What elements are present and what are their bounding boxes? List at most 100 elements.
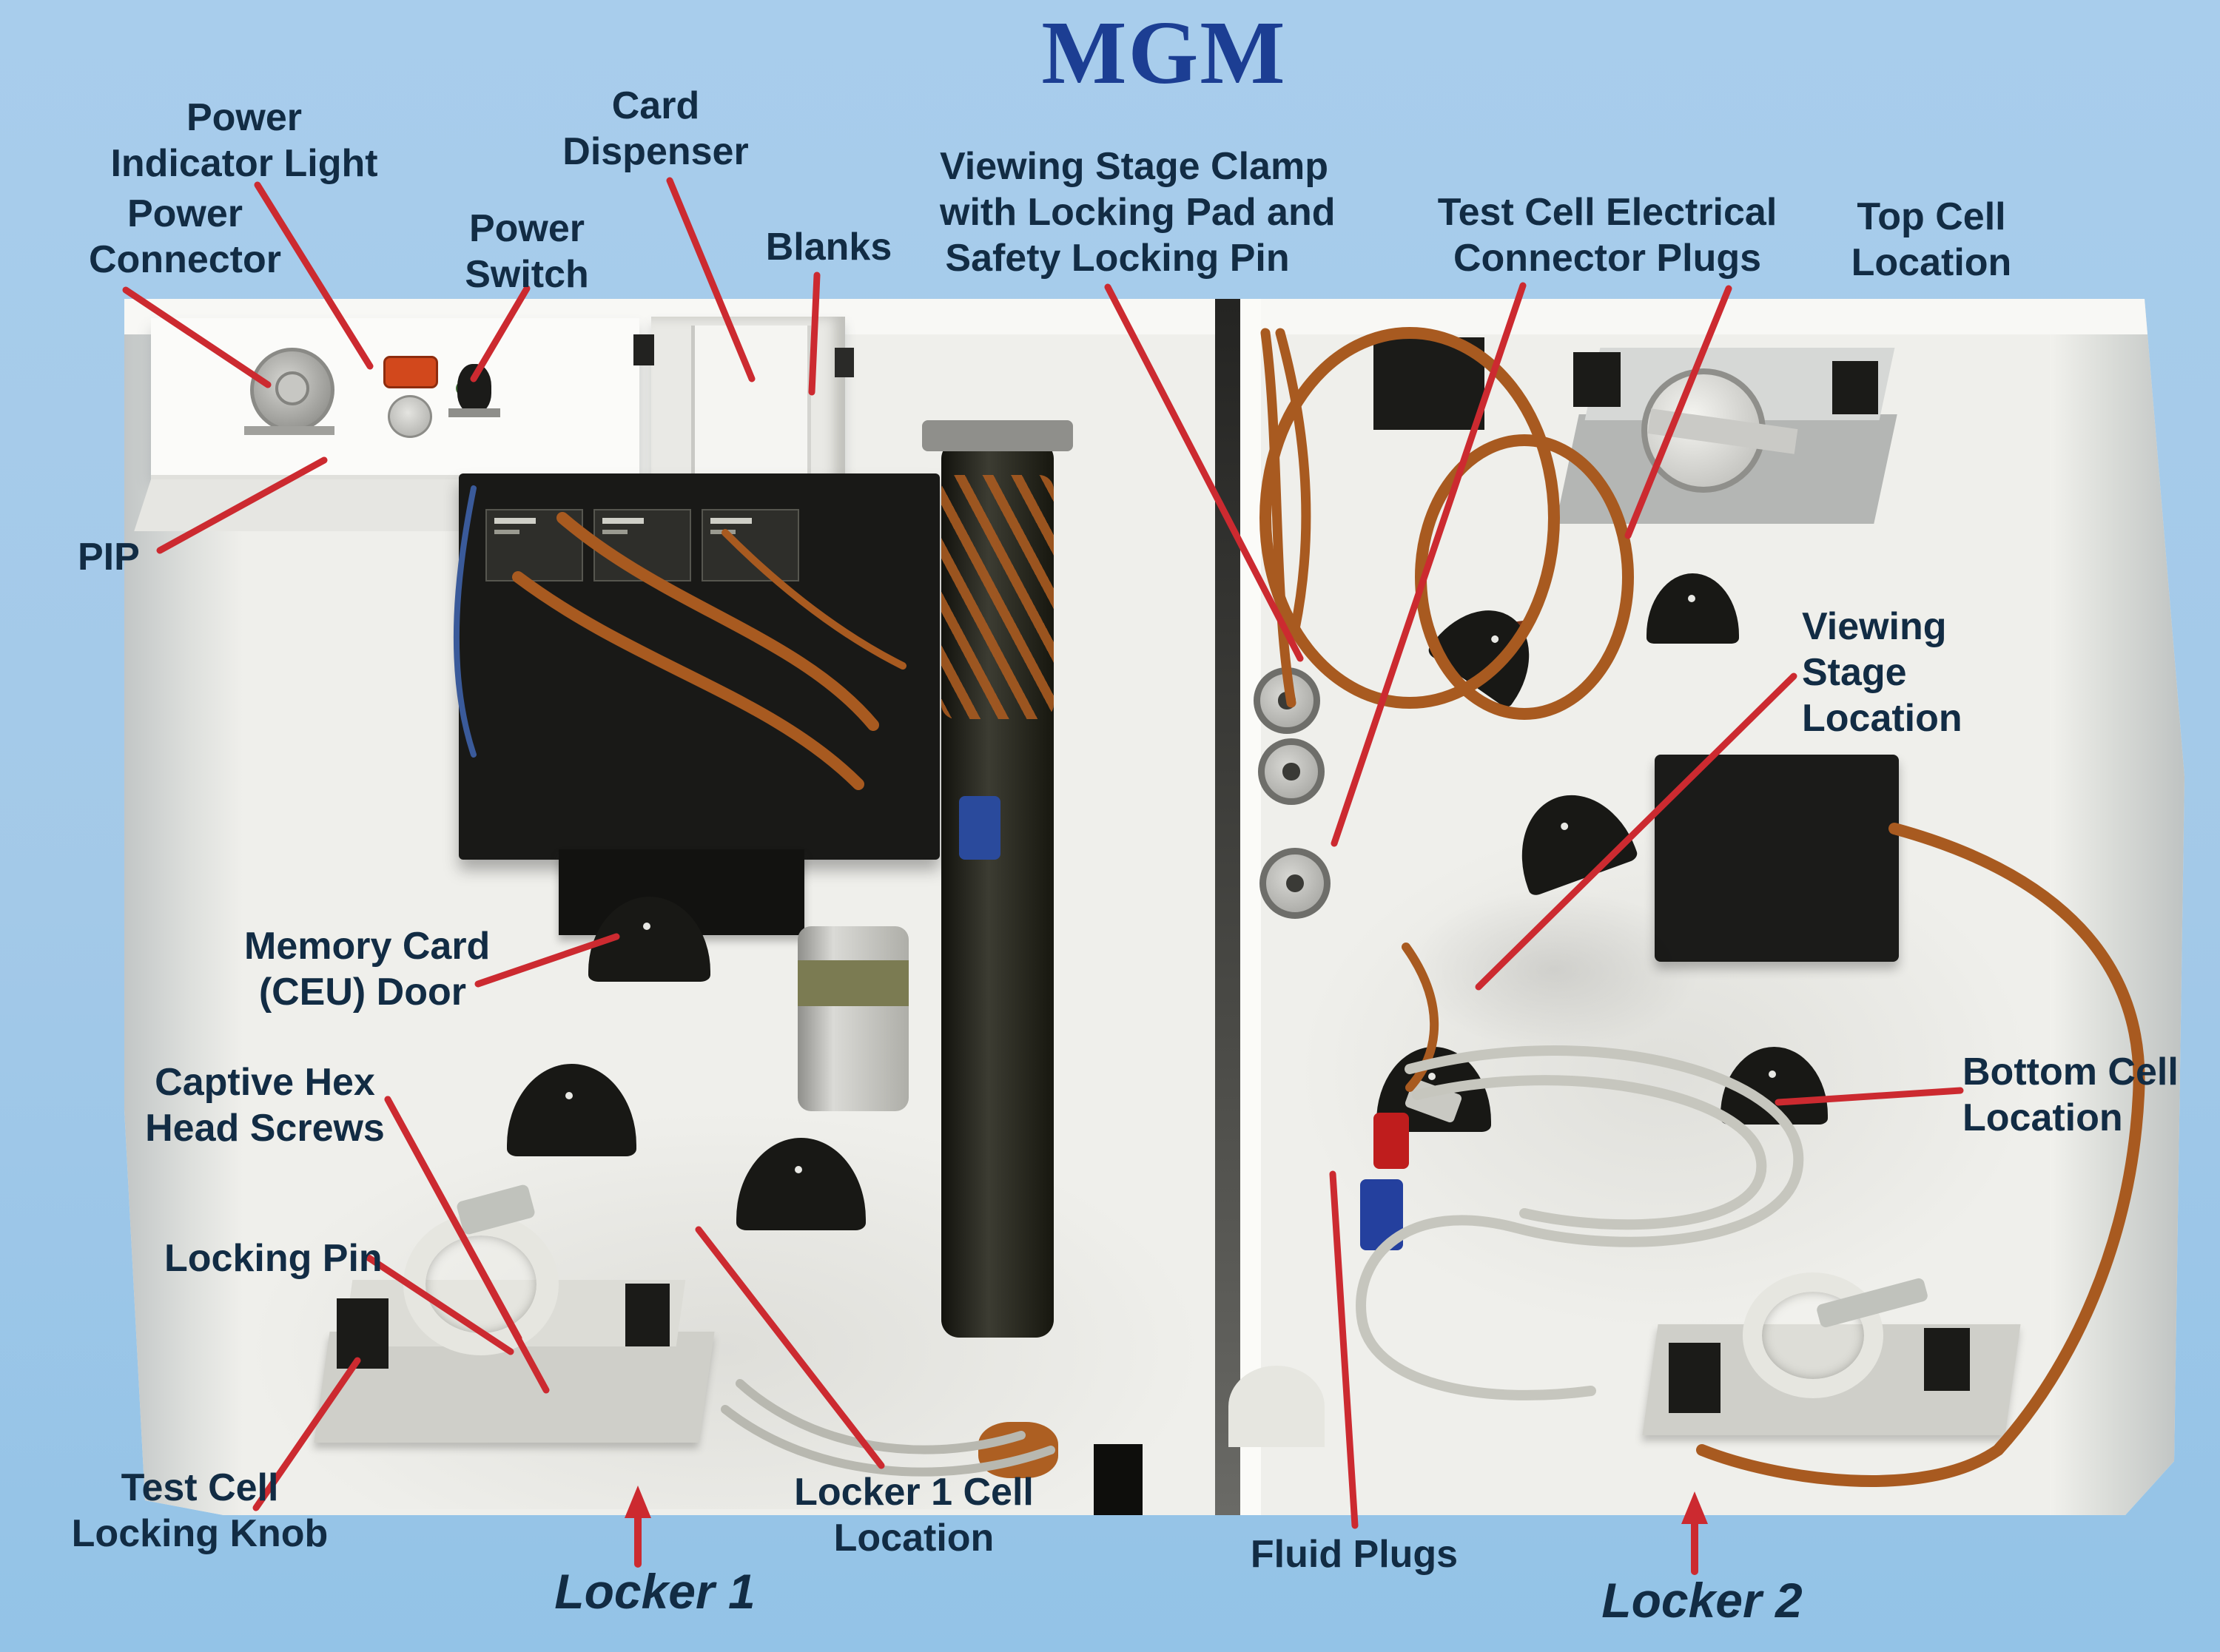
label-line: Indicator Light: [110, 142, 378, 185]
bottom-cell-electronics: [1655, 755, 1899, 962]
label-line: (CEU) Door: [258, 971, 466, 1014]
label-line: Locking Pin: [164, 1237, 383, 1280]
label-locker-1-cell-location: Locker 1 Cell Location: [766, 1469, 1062, 1561]
electronics-box: [459, 473, 940, 860]
label-blanks: Blanks: [718, 224, 940, 270]
label-line: Test Cell: [121, 1466, 279, 1509]
electrical-connector-plug: [1259, 848, 1331, 919]
leader-card-dispenser: [666, 177, 756, 382]
label-line: Memory Card: [244, 925, 491, 968]
dispenser-clip: [835, 348, 854, 377]
label-top-cell-location: Top Cell Location: [1820, 194, 2042, 286]
label-line: Dispenser: [562, 130, 749, 173]
mount-bracket: [1669, 1343, 1720, 1413]
label-line: Switch: [465, 253, 589, 296]
leader-captive-hex-b: [384, 1096, 550, 1394]
aux-connector-device: [388, 395, 432, 438]
leader-viewing-stage-location: [1475, 672, 1797, 991]
label-memory-card-ceu-door: Memory Card (CEU) Door: [244, 923, 491, 1015]
leader-memory-card: [474, 933, 620, 988]
white-cylinder: [1228, 1366, 1325, 1447]
label-line: Safety Locking Pin: [945, 237, 1290, 280]
power-switch-base: [448, 408, 500, 417]
label-line: Viewing Stage Clamp: [940, 145, 1328, 188]
copper-coil-wrap: [941, 475, 1054, 719]
mount-bracket: [1573, 352, 1621, 407]
power-connector-pin: [275, 371, 309, 405]
label-line: PIP: [78, 536, 140, 579]
locker2-left-edge: [1240, 299, 1261, 1515]
label-card-dispenser: Card Dispenser: [471, 83, 841, 175]
blue-fitting: [959, 796, 1000, 860]
power-connector-base: [244, 426, 334, 435]
label-test-cell-locking-knob: Test Cell Locking Knob: [30, 1465, 370, 1557]
mount-bracket: [625, 1284, 670, 1346]
leader-power-indicator-light: [254, 181, 374, 370]
label-line: Connector Plugs: [1453, 237, 1762, 280]
power-indicator-light-device: [383, 356, 438, 388]
label-bottom-cell-location: Bottom Cell Location: [1962, 1049, 2214, 1141]
card-dispenser-slot: [691, 326, 811, 487]
label-line: Location: [1802, 697, 1962, 740]
label-line: Captive Hex: [155, 1061, 375, 1104]
label-captive-hex-head-screws: Captive Hex Head Screws: [128, 1059, 402, 1151]
label-line: Fluid Plugs: [1250, 1533, 1459, 1576]
photo-notch: [1094, 1444, 1143, 1515]
label-line: Location: [833, 1517, 995, 1560]
label-line: Stage: [1802, 651, 1907, 694]
label-line: Locking Knob: [71, 1512, 329, 1555]
label-line: Location: [1962, 1096, 2123, 1139]
label-line: Card: [611, 84, 700, 127]
column-flange: [922, 420, 1073, 451]
locker-1-arrowhead: [625, 1486, 651, 1518]
label-line: Bottom Cell: [1962, 1051, 2179, 1093]
copper-tubing: [512, 327, 2145, 1487]
dispenser-clip: [633, 334, 654, 365]
fluid-hoses: [453, 485, 1804, 1477]
cylinder-band: [798, 960, 909, 1006]
label-line: Locker 2: [1601, 1573, 1803, 1628]
label-line: Connector: [89, 238, 281, 281]
leader-fluid-plugs: [1329, 1170, 1359, 1529]
label-power-switch: Power Switch: [379, 206, 675, 297]
leader-lines: [122, 177, 1964, 1575]
mount-bracket: [337, 1298, 388, 1369]
label-locking-pin: Locking Pin: [164, 1235, 401, 1281]
electrical-connector-plug: [1258, 738, 1325, 805]
label-fluid-plugs: Fluid Plugs: [1228, 1531, 1480, 1577]
label-line: Head Screws: [145, 1107, 385, 1150]
label-line: Power: [127, 192, 243, 235]
label-viewing-stage-clamp: Viewing Stage Clamp with Locking Pad and…: [940, 144, 1336, 281]
pip-panel: [151, 318, 639, 475]
label-line: Power: [186, 96, 303, 139]
leader-locker-1-cell-location: [695, 1226, 885, 1469]
label-line: Test Cell Electrical: [1437, 191, 1777, 234]
leader-power-switch: [470, 285, 531, 382]
mount-bracket: [1832, 361, 1878, 414]
label-test-cell-electrical-connector-plugs: Test Cell Electrical Connector Plugs: [1422, 189, 1792, 281]
fluid-plug-red: [1373, 1113, 1409, 1169]
label-line: with Locking Pad and: [940, 191, 1336, 234]
leader-viewing-stage-clamp: [1104, 283, 1304, 662]
label-power-connector: Power Connector: [22, 191, 348, 283]
leader-test-cell-locking-knob: [252, 1357, 361, 1511]
arrowheads: [625, 1486, 1708, 1524]
leader-test-cell-electrical: [1331, 282, 1527, 847]
label-line: Locker 1 Cell: [794, 1471, 1034, 1514]
label-line: Locker 1: [554, 1564, 756, 1619]
leader-top-cell-location: [1624, 285, 1732, 539]
silver-cylinder: [798, 926, 909, 1111]
label-line: Location: [1851, 241, 2012, 284]
label-line: Viewing: [1802, 605, 1947, 648]
leader-bottom-cell-location: [1775, 1087, 1964, 1106]
leader-pip: [156, 456, 328, 554]
locker-2-arrowhead: [1681, 1491, 1708, 1524]
label-line: Top Cell: [1857, 195, 2006, 238]
label-line: Blanks: [765, 226, 892, 269]
page-title: MGM: [1041, 3, 1287, 103]
label-line: Power: [468, 207, 585, 250]
leader-blanks: [808, 272, 821, 396]
mount-bracket: [1924, 1328, 1970, 1391]
